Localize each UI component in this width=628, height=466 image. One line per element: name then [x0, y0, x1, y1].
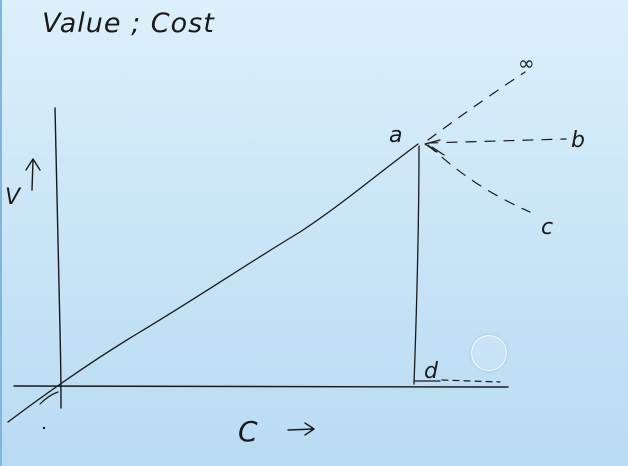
arrowhead-near-a-icon [424, 139, 445, 156]
pointer-cursor-ring [471, 335, 507, 371]
x-axis-line [13, 385, 509, 388]
point-d-label: d [424, 359, 439, 384]
y-axis-label: V [5, 185, 22, 210]
drop-line-a-d [413, 145, 420, 385]
point-b-label: b [571, 128, 585, 153]
point-a-label: a [389, 123, 402, 148]
y-axis-arrow-icon [25, 158, 41, 191]
origin-tick [39, 391, 59, 405]
dashed-segment-near-d [441, 379, 501, 383]
title-text: Value ; Cost [42, 8, 215, 39]
dashed-line-to-infinity [427, 71, 526, 141]
dashed-line-to-b [427, 138, 567, 144]
origin-dot [42, 426, 46, 430]
x-axis-label: C [238, 415, 258, 448]
point-infinity-label: ∞ [518, 51, 535, 75]
x-axis-arrow-icon [287, 422, 315, 436]
value-cost-line [7, 143, 419, 423]
window-left-edge [0, 0, 2, 466]
dashed-line-to-c [427, 144, 531, 213]
point-c-label: c [541, 215, 553, 240]
y-axis-line [54, 107, 62, 409]
